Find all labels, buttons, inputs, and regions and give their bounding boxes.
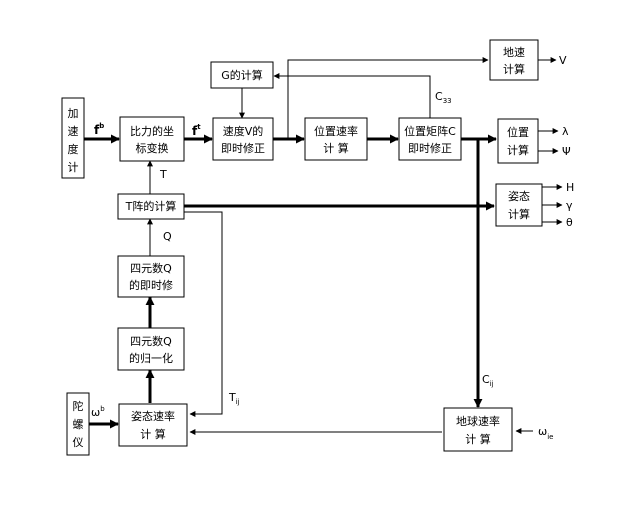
gyroscope-label-2: 螺 xyxy=(73,418,84,431)
velocity-label-part-b: 的 xyxy=(252,124,263,138)
label-ft-sup: t xyxy=(197,123,201,131)
label-phi: Ψ xyxy=(562,145,571,158)
velocity-label-part-a: 速度V xyxy=(223,124,253,138)
position-label-2: 计算 xyxy=(507,143,529,157)
specific-force-transform-box: 比力的坐 标变换 xyxy=(119,116,185,162)
label-omega-b-sup: b xyxy=(100,405,105,413)
velocity-label-2: 即时修正 xyxy=(221,141,265,155)
quaternion-normalize-box: 四元数Q 的归一化 xyxy=(117,327,185,371)
position-label-1: 位置 xyxy=(507,125,529,139)
gyroscope-label-3: 仪 xyxy=(73,436,84,449)
g-compute-label: G的计算 xyxy=(221,68,263,82)
velocity-label-1: 速度V的 xyxy=(223,124,264,138)
label-omega-ie-sub: ie xyxy=(547,433,553,441)
t-matrix-box: T阵的计算 xyxy=(117,193,185,220)
label-c33: C33 xyxy=(435,90,452,105)
arrow-tij xyxy=(184,211,223,417)
position-rate-box: 位置速率 计 算 xyxy=(304,117,368,161)
accelerometer-label-1: 加 xyxy=(68,107,79,120)
label-tij-sub: ij xyxy=(236,398,240,406)
label-h: H xyxy=(566,181,574,194)
quat-update-label-1: 四元数Q xyxy=(130,262,172,275)
label-lambda: λ xyxy=(562,125,569,138)
attitude-compute-box: 姿态 计算 xyxy=(495,183,543,227)
label-q: Q xyxy=(163,230,172,243)
label-ft-main: f xyxy=(192,124,198,138)
accelerometer-label-2: 速 xyxy=(68,125,79,138)
label-omega-b: ωb xyxy=(91,405,105,419)
label-cij-sub: ij xyxy=(490,380,494,388)
label-v: V xyxy=(559,54,567,67)
label-fb: fb xyxy=(94,122,104,137)
position-compute-box: 位置 计算 xyxy=(497,118,539,164)
label-cij-main: C xyxy=(482,373,490,386)
gyroscope-label-1: 陀 xyxy=(73,399,84,413)
gyroscope-box: 陀 螺 仪 xyxy=(66,392,90,456)
label-c33-sub: 33 xyxy=(443,97,452,105)
position-rate-label-2: 计 算 xyxy=(323,141,349,155)
attitude-rate-label-1: 姿态速率 xyxy=(131,409,175,423)
label-omega-b-main: ω xyxy=(91,406,100,419)
label-fb-main: f xyxy=(94,123,100,137)
label-theta: θ xyxy=(566,216,573,229)
position-matrix-label-1: 位置矩阵C xyxy=(404,124,456,138)
label-tij: Tij xyxy=(228,391,240,406)
label-t: T xyxy=(159,168,167,181)
position-matrix-label-2: 即时修正 xyxy=(408,141,452,155)
quat-update-label-2: 的即时修 xyxy=(129,278,173,292)
label-gamma: γ xyxy=(566,199,573,212)
velocity-update-box: 速度V的 即时修正 xyxy=(212,117,274,161)
position-matrix-box: 位置矩阵C 即时修正 xyxy=(398,117,462,161)
attitude-rate-label-2: 计 算 xyxy=(140,427,166,441)
ground-speed-box: 地速 计算 xyxy=(489,39,539,81)
ground-speed-label-2: 计算 xyxy=(503,62,525,76)
ground-speed-label-1: 地速 xyxy=(503,46,525,59)
transform-label-1: 比力的坐 xyxy=(130,124,174,138)
label-cij: Cij xyxy=(482,373,494,388)
earth-rate-box: 地球速率 计 算 xyxy=(443,407,513,452)
label-c33-main: C xyxy=(435,90,443,103)
g-compute-box: G的计算 xyxy=(210,61,274,89)
attitude-label-2: 计算 xyxy=(508,207,530,221)
earth-rate-label-2: 计 算 xyxy=(465,432,491,446)
attitude-rate-box: 姿态速率 计 算 xyxy=(118,403,188,447)
position-rate-label-1: 位置速率 xyxy=(314,124,358,138)
quat-norm-label-1: 四元数Q xyxy=(130,335,172,348)
attitude-label-1: 姿态 xyxy=(508,190,530,203)
label-tij-main: T xyxy=(228,391,236,404)
quat-norm-label-2: 的归一化 xyxy=(129,351,173,365)
t-matrix-label: T阵的计算 xyxy=(125,199,177,213)
accelerometer-box: 加 速 度 计 xyxy=(61,97,85,179)
label-ft: ft xyxy=(192,123,201,138)
label-fb-sup: b xyxy=(99,122,104,130)
quaternion-update-box: 四元数Q 的即时修 xyxy=(117,255,185,298)
arrow-to-ground-speed xyxy=(287,57,489,139)
label-omega-ie-main: ω xyxy=(538,425,547,438)
transform-label-2: 标变换 xyxy=(136,141,169,155)
accelerometer-label-4: 计 xyxy=(68,161,79,174)
earth-rate-label-1: 地球速率 xyxy=(456,414,500,428)
accelerometer-label-3: 度 xyxy=(68,142,79,156)
arrow-c33-to-g xyxy=(273,73,431,120)
label-omega-ie: ωie xyxy=(538,425,553,441)
